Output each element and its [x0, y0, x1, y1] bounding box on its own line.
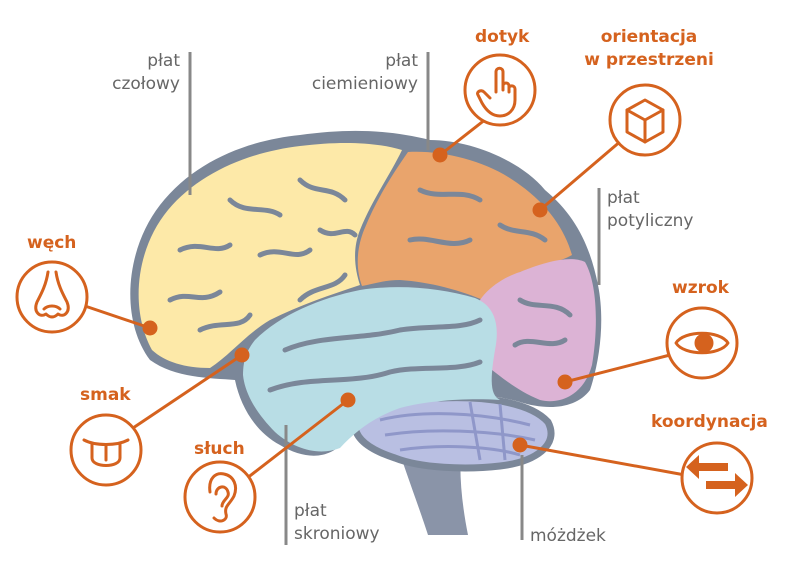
touch-label: dotyk	[475, 27, 530, 47]
smell-icon-circle	[15, 260, 89, 334]
arrows-icon	[686, 455, 748, 497]
cerebellum-folds	[379, 401, 536, 461]
occipital-lobe-label-line2: potyliczny	[607, 211, 694, 231]
touch-icon-circle	[463, 53, 537, 127]
nose-icon	[34, 270, 70, 319]
cerebellum-label: móżdżek	[530, 526, 606, 546]
temporal-lobe-label-line2: skroniowy	[294, 524, 380, 544]
hearing-icon-circle	[183, 460, 257, 534]
orientation-label: orientacja w przestrzeni	[574, 26, 724, 72]
coordination-label: koordynacja	[651, 412, 768, 432]
sense-leader-lines	[81, 106, 686, 484]
frontal-lobe	[138, 142, 402, 368]
parietal-lobe-label-line1: płat	[385, 51, 418, 71]
occipital-lobe	[471, 259, 596, 402]
frontal-lobe-label-line1: płat	[147, 51, 180, 71]
tongue-icon	[82, 438, 130, 467]
orientation-label-line2: w przestrzeni	[584, 50, 714, 70]
occipital-lobe-label: płat potyliczny	[607, 187, 693, 233]
coordination-icon-circle	[680, 441, 754, 515]
temporal-lobe-label-line1: płat	[294, 501, 327, 521]
gyri-lines	[167, 177, 573, 393]
parietal-lobe	[357, 151, 572, 302]
temporal-lobe-label: płat skroniowy	[294, 500, 380, 546]
smell-label: węch	[27, 233, 77, 253]
ear-icon	[208, 472, 238, 523]
sight-label: wzrok	[672, 278, 729, 298]
parietal-lobe-label-line2: ciemieniowy	[311, 74, 418, 94]
frontal-lobe-label: płat czołowy	[86, 50, 180, 96]
occipital-lobe-label-line1: płat	[607, 188, 640, 208]
parietal-lobe-label: płat ciemieniowy	[260, 50, 418, 96]
orientation-label-line1: orientacja	[600, 27, 698, 47]
hearing-label: słuch	[194, 439, 245, 459]
eye-icon	[674, 331, 730, 355]
frontal-lobe-label-line2: czołowy	[112, 74, 180, 94]
taste-label: smak	[80, 385, 131, 405]
pointing-hand-icon	[476, 66, 517, 118]
cube-icon	[625, 98, 665, 144]
lobe-leader-lines	[188, 52, 601, 545]
